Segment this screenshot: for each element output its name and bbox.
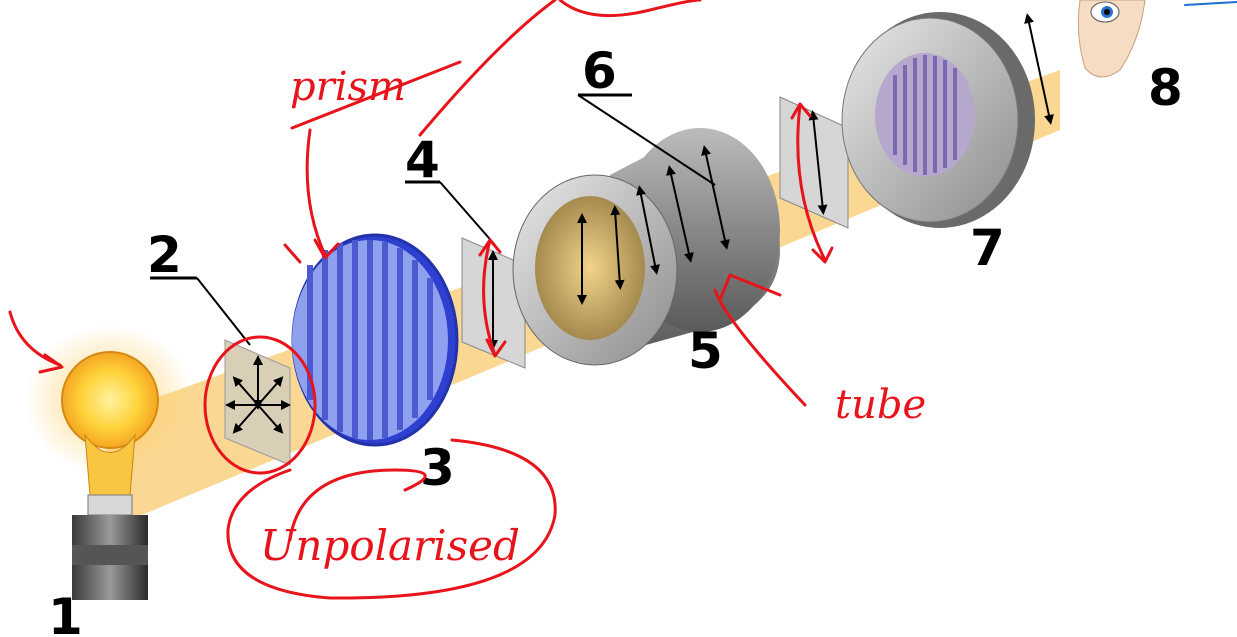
sample-tube-icon bbox=[512, 128, 780, 366]
light-bulb-icon bbox=[25, 325, 195, 600]
unpolarised-light-filter-icon bbox=[224, 339, 291, 466]
label-5: 5 bbox=[688, 322, 723, 380]
label-3: 3 bbox=[420, 439, 455, 497]
label-6: 6 bbox=[582, 42, 617, 100]
leader-line-2-diag bbox=[196, 277, 251, 346]
observer-eye-icon bbox=[1077, 0, 1146, 78]
leader-line-4-diag bbox=[439, 181, 496, 246]
note-prism: prism bbox=[290, 64, 406, 110]
note-unpolarised: Unpolarised bbox=[260, 521, 520, 570]
label-4: 4 bbox=[405, 131, 440, 189]
label-1: 1 bbox=[48, 588, 83, 637]
red-annotations: Unpolarised prism tube bbox=[8, 0, 926, 600]
label-8: 8 bbox=[1148, 59, 1183, 117]
blue-annotation bbox=[1184, 1, 1237, 6]
leader-line-6 bbox=[577, 94, 716, 186]
analyzer-disk-icon bbox=[841, 12, 1054, 228]
polarizer-disk-icon bbox=[291, 233, 459, 447]
label-7: 7 bbox=[970, 219, 1005, 277]
plate-4-icon bbox=[461, 237, 526, 369]
note-tube: tube bbox=[835, 382, 926, 428]
label-2: 2 bbox=[147, 226, 182, 284]
